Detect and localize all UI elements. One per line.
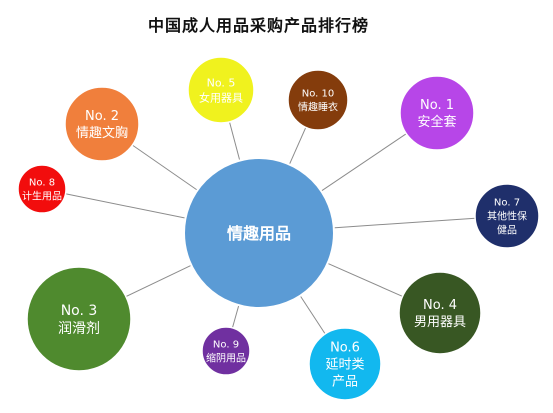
connector-lines — [63, 119, 478, 336]
connector-line — [329, 217, 478, 229]
rank-label: No. 4 — [423, 298, 457, 313]
rank-node-circle — [474, 183, 540, 249]
connector-line — [287, 125, 308, 169]
connector-line — [317, 132, 409, 194]
center-label: 情趣用品 — [227, 224, 291, 243]
connector-line — [63, 192, 190, 220]
category-label: 安全套 — [417, 114, 456, 130]
connector-line — [228, 119, 242, 165]
diagram-title: 中国成人用品采购产品排行榜 — [148, 16, 370, 35]
connector-line — [123, 263, 196, 298]
rank-node-circle — [17, 164, 67, 214]
rank-node-circle — [26, 266, 132, 372]
connector-line — [297, 292, 327, 336]
center-circle — [183, 157, 335, 309]
rank-label: No. 9 — [213, 340, 239, 351]
category-label: 其他性保 — [487, 210, 527, 223]
rank-node-circle — [187, 56, 255, 124]
rank-label: No. 2 — [85, 109, 119, 124]
rank-node-circle — [399, 75, 475, 151]
category-label: 产品 — [332, 375, 358, 390]
connector-line — [130, 143, 201, 193]
rank-label: No. 3 — [61, 303, 98, 319]
connector-line — [323, 261, 405, 298]
rank-label: No. 10 — [302, 89, 335, 100]
category-label: 缩阴用品 — [206, 352, 246, 365]
rank-node-circle — [201, 326, 251, 376]
rank-label: No. 1 — [420, 98, 454, 113]
category-label: 润滑剂 — [58, 320, 100, 337]
category-label: 情趣文胸 — [76, 126, 128, 141]
rank-label: No. 7 — [494, 198, 520, 209]
rank-node: No. 4 男用器具 — [398, 271, 482, 355]
category-label: 女用器具 — [199, 90, 243, 104]
rank-node-circle — [308, 327, 382, 401]
center-node: 情趣用品 — [183, 157, 335, 309]
rank-node-circle — [398, 271, 482, 355]
rank-label: No.6 — [330, 341, 360, 356]
category-label: 情趣睡衣 — [298, 101, 338, 114]
category-label: 计生用品 — [22, 190, 62, 203]
category-label: 健品 — [497, 225, 517, 237]
rank-node: No. 2 情趣文胸 — [64, 86, 140, 162]
rank-node-circle — [287, 69, 349, 131]
category-label: 延时类 — [325, 358, 364, 373]
category-label: 男用器具 — [414, 315, 466, 330]
rank-label: No. 5 — [207, 76, 236, 89]
rank-node-circle — [64, 86, 140, 162]
rank-label: No. 8 — [29, 178, 55, 189]
